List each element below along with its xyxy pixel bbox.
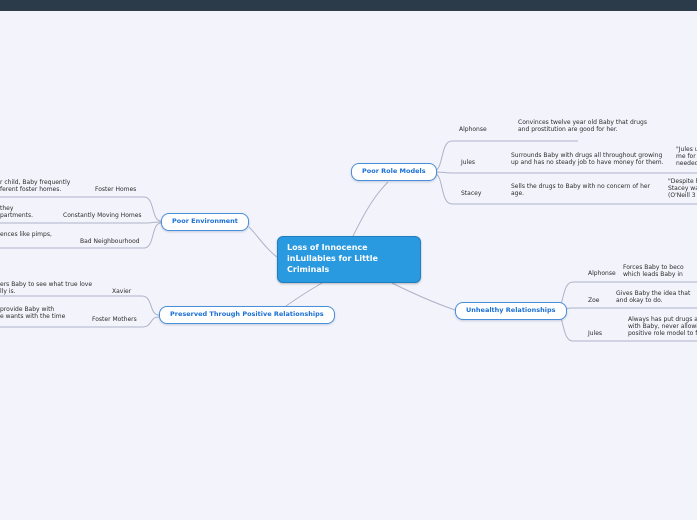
leaf-name-stacey[interactable]: Stacey — [461, 190, 482, 197]
branch-preserved-positive-relationships[interactable]: Preserved Through Positive Relationships — [159, 306, 335, 324]
leaf-name-alphonse[interactable]: Alphonse — [459, 126, 487, 133]
leaf-label-foster-mothers[interactable]: Foster Mothers — [92, 316, 137, 323]
leaf-name-jules-2[interactable]: Jules — [588, 330, 603, 337]
leaf-text-alphonse[interactable]: Convinces twelve year old Baby that drug… — [518, 119, 647, 133]
leaf-name-alphonse-2[interactable]: Alphonse — [588, 270, 616, 277]
leaf-label-bad-neighbourhood[interactable]: Bad Neighbourhood — [80, 238, 140, 245]
branch-poor-environment[interactable]: Poor Environment — [161, 213, 249, 231]
root-title-line: Loss of Innocence — [287, 243, 368, 252]
leaf-text-foster-homes[interactable]: r child, Baby frequently ferent foster h… — [0, 179, 71, 193]
leaf-quote-jules[interactable]: "Jules u me for needed — [676, 146, 697, 167]
leaf-text-foster-mothers[interactable]: provide Baby with e wants with the time — [0, 306, 66, 320]
leaf-text-jules-2[interactable]: Always has put drugs a with Baby, never … — [628, 316, 697, 337]
leaf-quote-stacey[interactable]: "Despite h Stacey wa (O'Neill 3 — [668, 178, 697, 199]
leaf-text-stacey[interactable]: Sells the drugs to Baby with no concern … — [511, 183, 651, 197]
branch-unhealthy-relationships[interactable]: Unhealthy Relationships — [455, 302, 567, 320]
leaf-label-constantly-moving-homes[interactable]: Constantly Moving Homes — [63, 212, 142, 219]
leaf-text-alphonse-2[interactable]: Forces Baby to beco which leads Baby in — [623, 264, 684, 278]
leaf-name-jules[interactable]: Jules — [461, 159, 476, 166]
leaf-text-moving-homes[interactable]: they partments. — [0, 205, 34, 219]
leaf-text-bad-neighbourhood[interactable]: ences like pimps, — [0, 231, 52, 238]
leaf-label-foster-homes[interactable]: Foster Homes — [95, 186, 137, 193]
leaf-text-zoe[interactable]: Gives Baby the idea that and okay to do. — [616, 290, 691, 304]
branch-poor-role-models[interactable]: Poor Role Models — [351, 163, 437, 181]
root-title-line: Criminals — [287, 265, 330, 274]
root-node[interactable]: Loss of Innocence inLullabies for Little… — [277, 236, 421, 283]
top-toolbar — [0, 0, 697, 11]
root-title-line: inLullabies for Little — [287, 254, 378, 263]
leaf-text-xavier[interactable]: ers Baby to see what true love lly is. — [0, 281, 93, 295]
leaf-name-zoe[interactable]: Zoe — [588, 297, 600, 304]
leaf-label-xavier[interactable]: Xavier — [112, 288, 132, 295]
leaf-text-jules[interactable]: Surrounds Baby with drugs all throughout… — [511, 152, 664, 166]
